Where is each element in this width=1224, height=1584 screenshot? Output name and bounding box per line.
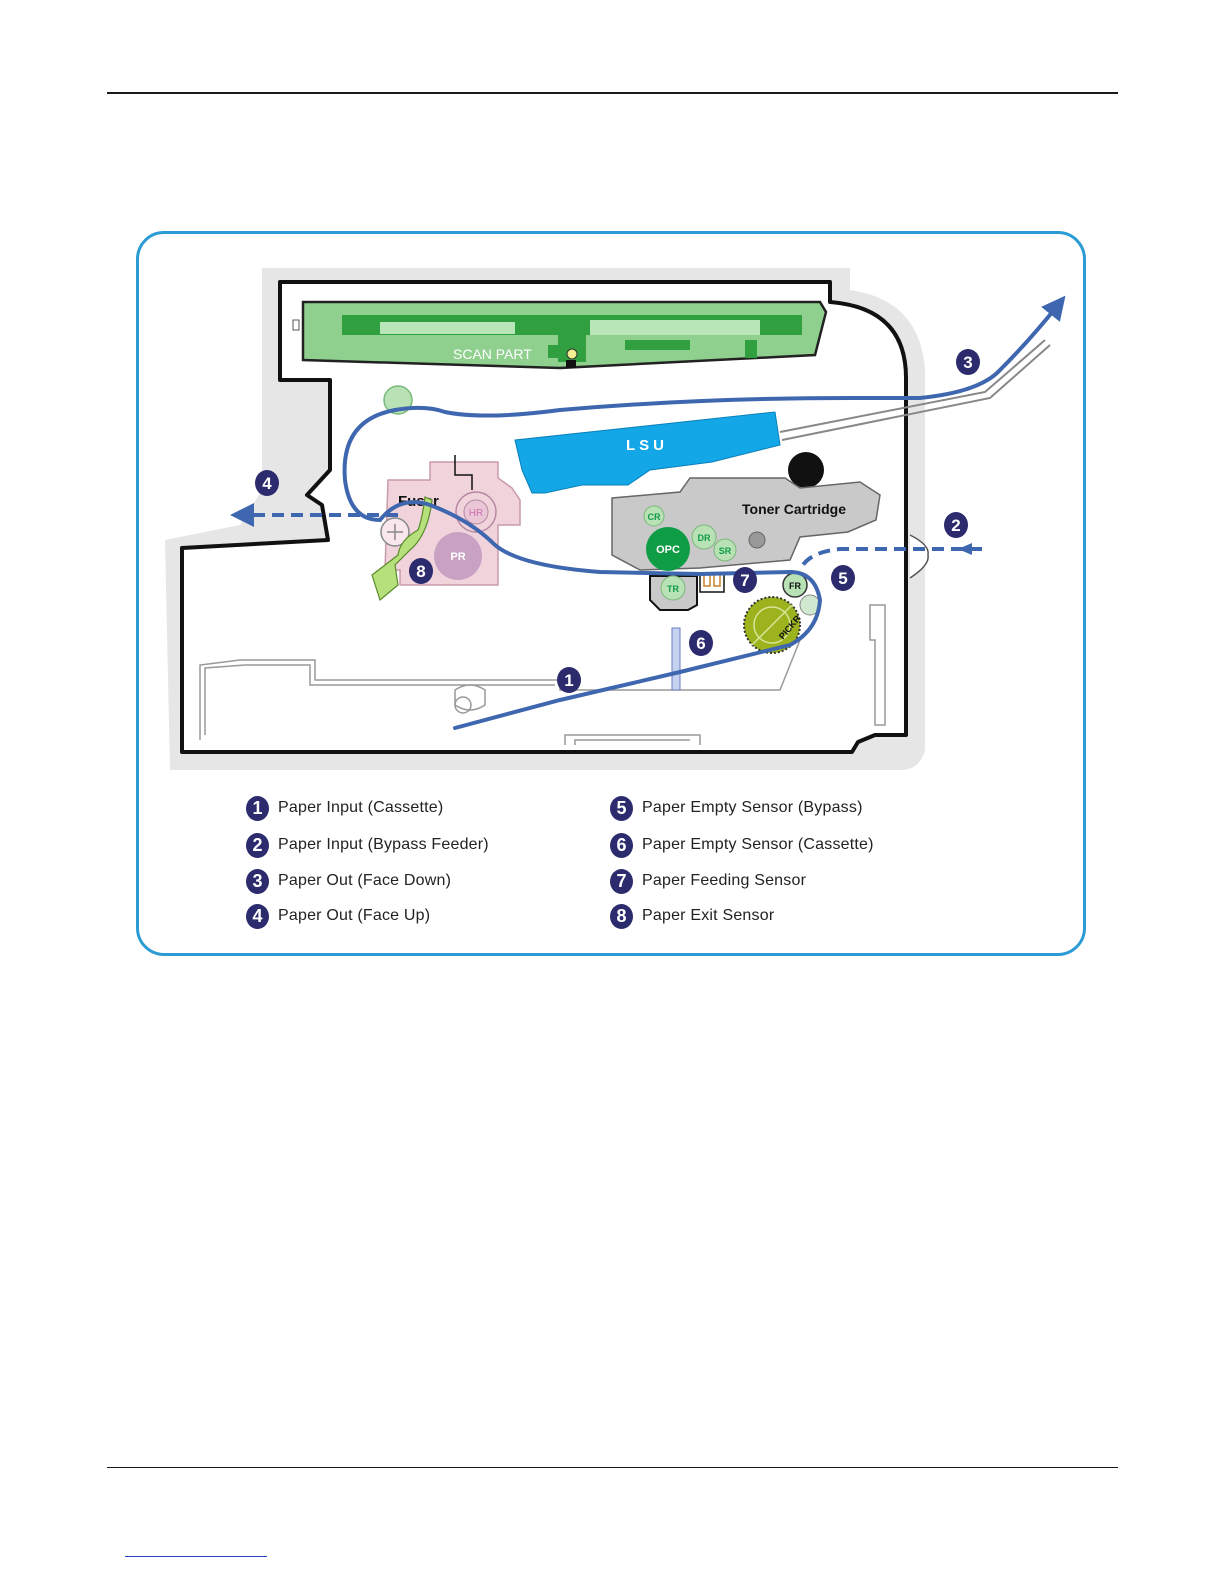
- callout-marker-2: 2: [944, 512, 968, 538]
- cr-label: CR: [648, 512, 661, 522]
- legend-item-5: 5 Paper Empty Sensor (Bypass): [610, 795, 863, 821]
- svg-text:1: 1: [564, 671, 573, 690]
- legend-badge: 4: [246, 904, 269, 929]
- legend-item-3: 3 Paper Out (Face Down): [246, 868, 451, 894]
- bypass-input-arrow: [958, 543, 972, 555]
- callout-marker-3: 3: [956, 349, 980, 375]
- legend-label: Paper Exit Sensor: [642, 907, 774, 925]
- cassette-empty-sensor: [672, 628, 680, 690]
- bypass-feeder-flap: [910, 535, 928, 578]
- feed-sensor-housing: [700, 574, 724, 592]
- opc-label: OPC: [656, 544, 680, 556]
- legend-badge: 3: [246, 869, 269, 894]
- legend-item-2: 2 Paper Input (Bypass Feeder): [246, 832, 489, 858]
- pr-label: PR: [450, 551, 465, 563]
- lsu-label: LSU: [626, 437, 668, 454]
- callout-marker-4: 4: [255, 470, 279, 496]
- legend-item-4: 4 Paper Out (Face Up): [246, 903, 430, 929]
- legend-label: Paper Feeding Sensor: [642, 872, 806, 890]
- footer-link-underline[interactable]: [125, 1556, 267, 1557]
- tr-label: TR: [667, 584, 679, 594]
- svg-text:2: 2: [951, 516, 960, 535]
- legend-label: Paper Input (Cassette): [278, 799, 443, 817]
- scan-part: SCAN PART: [303, 302, 826, 368]
- legend-badge: 1: [246, 796, 269, 821]
- callout-marker-7: 7: [733, 567, 757, 593]
- legend-badge: 8: [610, 904, 633, 929]
- hr-label: HR: [469, 508, 483, 519]
- legend-item-6: 6 Paper Empty Sensor (Cassette): [610, 832, 874, 858]
- footer-rule: [107, 1467, 1118, 1468]
- svg-text:3: 3: [963, 353, 972, 372]
- transfer-roller: TR: [650, 576, 697, 610]
- svg-text:5: 5: [838, 569, 847, 588]
- legend-label: Paper Out (Face Down): [278, 872, 451, 890]
- svg-text:4: 4: [262, 474, 272, 493]
- legend-label: Paper Input (Bypass Feeder): [278, 836, 489, 854]
- legend-label: Paper Empty Sensor (Cassette): [642, 836, 874, 854]
- svg-text:7: 7: [740, 571, 749, 590]
- legend-label: Paper Empty Sensor (Bypass): [642, 799, 863, 817]
- legend-badge: 6: [610, 833, 633, 858]
- callout-marker-6: 6: [689, 630, 713, 656]
- callout-marker-5: 5: [831, 565, 855, 591]
- svg-text:6: 6: [696, 634, 705, 653]
- sr-label: SR: [719, 546, 732, 556]
- svg-text:8: 8: [416, 562, 425, 581]
- fr-label: FR: [789, 581, 801, 591]
- legend-label: Paper Out (Face Up): [278, 907, 430, 925]
- legend-badge: 7: [610, 869, 633, 894]
- toner-cartridge-label: Toner Cartridge: [742, 501, 846, 517]
- legend-item-1: 1 Paper Input (Cassette): [246, 795, 443, 821]
- legend-badge: 2: [246, 833, 269, 858]
- legend-item-7: 7 Paper Feeding Sensor: [610, 868, 806, 894]
- callout-marker-8: 8: [409, 558, 433, 584]
- legend-item-8: 8 Paper Exit Sensor: [610, 903, 774, 929]
- callout-marker-1: 1: [557, 667, 581, 693]
- scan-part-label: SCAN PART: [453, 346, 532, 362]
- legend-badge: 5: [610, 796, 633, 821]
- dr-label: DR: [698, 533, 711, 543]
